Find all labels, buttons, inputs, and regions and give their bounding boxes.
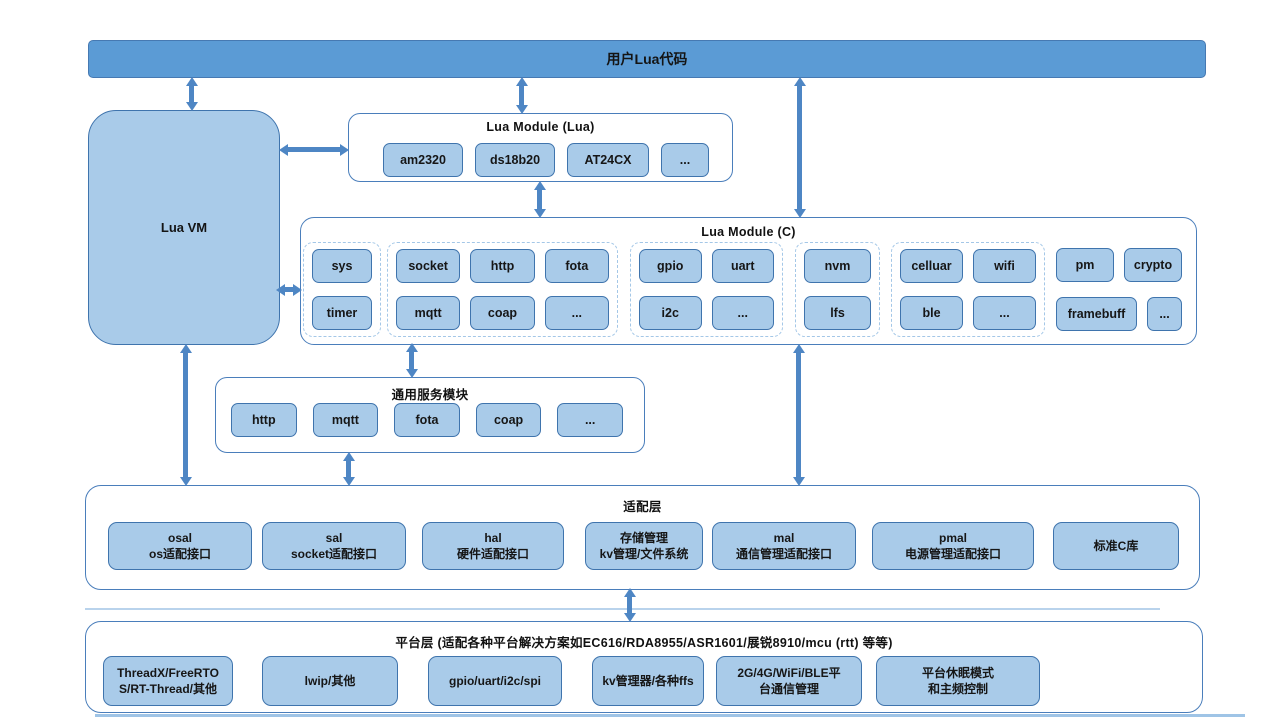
adapter-box-pmal: pmal 电源管理适配接口 — [872, 522, 1034, 570]
box-line: kv管理器/各种ffs — [602, 673, 694, 688]
module-chip: celluar — [900, 249, 963, 283]
box-line: 存储管理 — [619, 530, 668, 545]
arrow-commonservice-adapter — [342, 452, 355, 486]
module-chip: ... — [557, 403, 623, 437]
platform-box-sleep: 平台休眠模式 和主频控制 — [876, 656, 1040, 706]
module-chip: coap — [470, 296, 535, 330]
arrow-luavm-modulelua — [279, 143, 349, 156]
module-chip: pm — [1056, 248, 1114, 282]
box-line: socket适配接口 — [290, 547, 378, 561]
lua-module-lua-title: Lua Module (Lua) — [486, 120, 595, 134]
module-chip: wifi — [973, 249, 1036, 283]
module-chip: lfs — [804, 296, 871, 330]
module-chip: ds18b20 — [475, 143, 555, 177]
adapter-box-clib: 标准C库 — [1053, 522, 1179, 570]
platform-box-kv: kv管理器/各种ffs — [592, 656, 704, 706]
box-line: gpio/uart/i2c/spi — [448, 673, 541, 688]
common-service-title: 通用服务模块 — [391, 388, 469, 402]
lua-module-c-title: Lua Module (C) — [701, 225, 796, 239]
module-chip: ... — [661, 143, 709, 177]
adapter-box-mal: mal 通信管理适配接口 — [712, 522, 856, 570]
adapter-layer-title: 适配层 — [623, 500, 662, 514]
arrow-modulelua-modulec — [533, 181, 546, 218]
adapter-box-storage: 存储管理 kv管理/文件系统 — [585, 522, 703, 570]
module-group-storage: nvm lfs — [795, 242, 880, 337]
adapter-box-osal: osal os适配接口 — [108, 522, 252, 570]
platform-box-comm: 2G/4G/WiFi/BLE平 台通信管理 — [716, 656, 862, 706]
divider-line-bottom — [95, 714, 1245, 717]
module-group-misc: pm crypto framebuff ... — [1048, 242, 1190, 337]
arrow-usercode-luavm — [185, 77, 198, 111]
box-line: sal — [325, 530, 343, 545]
box-line: kv管理/文件系统 — [599, 547, 689, 561]
module-chip: ble — [900, 296, 963, 330]
module-chip: coap — [475, 403, 542, 437]
user-lua-code-bar: 用户Lua代码 — [88, 40, 1206, 78]
box-line: 2G/4G/WiFi/BLE平 — [737, 665, 841, 680]
box-line: os适配接口 — [148, 547, 211, 561]
module-chip: am2320 — [383, 143, 463, 177]
platform-box-gpio: gpio/uart/i2c/spi — [428, 656, 562, 706]
arrow-modulec-commonservice — [405, 343, 418, 378]
common-service-items: http mqtt fota coap ... — [231, 403, 623, 437]
module-chip: http — [231, 403, 297, 437]
box-line: 通信管理适配接口 — [735, 547, 832, 561]
module-chip: nvm — [804, 249, 871, 283]
module-chip: mqtt — [396, 296, 461, 330]
arrow-usercode-modulec — [793, 77, 806, 218]
module-chip: mqtt — [312, 403, 379, 437]
module-chip: sys — [312, 249, 372, 283]
arrow-luavm-modulec — [276, 283, 302, 296]
module-group-peripheral: gpio uart i2c ... — [630, 242, 783, 337]
module-chip: ... — [544, 296, 609, 330]
module-chip: ... — [711, 296, 774, 330]
box-line: 和主频控制 — [927, 682, 988, 696]
module-chip: fota — [394, 403, 460, 437]
module-chip: socket — [396, 249, 461, 283]
platform-box-lwip: lwip/其他 — [262, 656, 398, 706]
module-chip: http — [470, 249, 535, 283]
box-line: hal — [484, 530, 502, 545]
module-chip: framebuff — [1056, 297, 1138, 331]
module-chip: crypto — [1124, 248, 1182, 282]
box-line: 电源管理适配接口 — [904, 547, 1001, 561]
lua-vm-box: Lua VM — [88, 110, 280, 345]
box-line: lwip/其他 — [304, 673, 356, 688]
module-chip: uart — [711, 249, 774, 283]
module-chip: timer — [312, 296, 372, 330]
platform-box-rtos: ThreadX/FreeRTO S/RT-Thread/其他 — [103, 656, 233, 706]
arrow-usercode-modulelua — [515, 77, 528, 114]
module-chip: ... — [973, 296, 1036, 330]
module-group-sys: sys timer — [303, 242, 381, 337]
module-chip: gpio — [639, 249, 702, 283]
module-chip: fota — [544, 249, 609, 283]
box-line: mal — [773, 530, 795, 545]
box-line: 硬件适配接口 — [456, 547, 529, 561]
module-chip: i2c — [639, 296, 702, 330]
arrow-adapter-platform — [623, 588, 636, 622]
module-chip: AT24CX — [567, 143, 649, 177]
box-line: 平台休眠模式 — [921, 665, 994, 680]
arrow-luavm-adapter — [179, 344, 192, 486]
lua-module-lua-items: am2320 ds18b20 AT24CX ... — [383, 143, 713, 177]
box-line: S/RT-Thread/其他 — [118, 682, 217, 696]
platform-layer-title: 平台层 (适配各种平台解决方案如EC616/RDA8955/ASR1601/展锐… — [395, 636, 893, 650]
box-line: osal — [167, 530, 192, 545]
box-line: pmal — [938, 530, 967, 545]
divider-line-upper — [85, 608, 1160, 610]
adapter-box-hal: hal 硬件适配接口 — [422, 522, 564, 570]
module-group-network: socket http fota mqtt coap ... — [387, 242, 618, 337]
module-chip: ... — [1147, 297, 1182, 331]
arrow-modulec-adapter — [792, 344, 805, 486]
box-line: 标准C库 — [1093, 538, 1139, 553]
box-line: ThreadX/FreeRTO — [117, 665, 219, 680]
module-group-wireless: celluar wifi ble ... — [891, 242, 1045, 337]
box-line: 台通信管理 — [758, 682, 819, 696]
adapter-box-sal: sal socket适配接口 — [262, 522, 406, 570]
